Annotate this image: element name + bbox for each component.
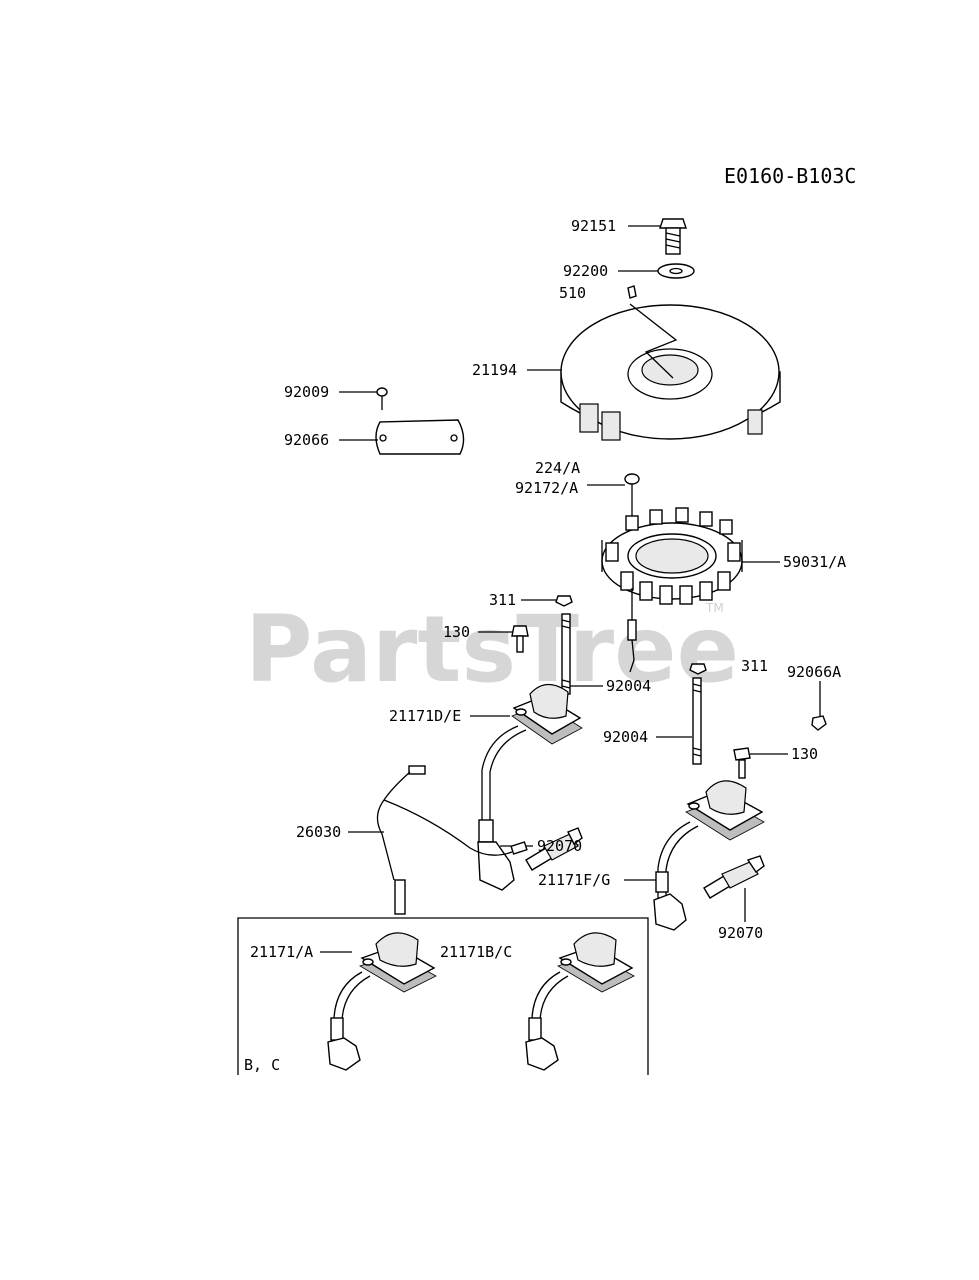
label-311-right[interactable]: 311 <box>741 657 768 675</box>
label-311-left[interactable]: 311 <box>489 591 516 609</box>
diagram-code: E0160-B103C <box>724 164 856 188</box>
label-21171bc[interactable]: 21171B/C <box>440 943 512 961</box>
part-92066a-nut[interactable] <box>811 715 827 731</box>
part-92151-bolt[interactable] <box>659 218 687 255</box>
part-21171a-ignition-coil[interactable] <box>327 932 437 1071</box>
label-92004-left[interactable]: 92004 <box>606 677 651 695</box>
part-59031a-stator[interactable] <box>601 507 743 673</box>
part-92004-stud-right[interactable] <box>692 677 702 765</box>
part-21194-flywheel[interactable] <box>560 303 781 441</box>
trademark-mark: TM <box>705 601 724 615</box>
inset-note: B, C <box>244 1056 280 1074</box>
label-21171de[interactable]: 21171D/E <box>389 707 461 725</box>
label-21194[interactable]: 21194 <box>472 361 517 379</box>
part-92070-spark-plug-left[interactable] <box>525 827 583 871</box>
part-21171bc-ignition-coil[interactable] <box>525 932 635 1071</box>
label-21171a[interactable]: 21171/A <box>250 943 313 961</box>
part-311-nut-right[interactable] <box>689 663 707 675</box>
label-130-right[interactable]: 130 <box>791 745 818 763</box>
part-510-key[interactable] <box>627 285 637 299</box>
part-92004-stud-left[interactable] <box>561 613 571 695</box>
label-92200[interactable]: 92200 <box>563 262 608 280</box>
label-92009[interactable]: 92009 <box>284 383 329 401</box>
part-92066-plate[interactable] <box>375 419 465 455</box>
variant-inset-box <box>237 917 649 1075</box>
part-130-bolt-left[interactable] <box>511 625 529 653</box>
label-92172a[interactable]: 92172/A <box>515 479 578 497</box>
part-92070-spark-plug-right[interactable] <box>703 855 765 899</box>
label-92066a[interactable]: 92066A <box>787 663 841 681</box>
label-92066[interactable]: 92066 <box>284 431 329 449</box>
part-92200-washer[interactable] <box>657 263 695 279</box>
watermark-text: PartsTree <box>245 596 739 703</box>
label-92070-left[interactable]: 92070 <box>537 837 582 855</box>
part-130-bolt-right[interactable] <box>733 747 751 779</box>
part-26030-wire-lead[interactable] <box>376 765 528 915</box>
label-92004-right[interactable]: 92004 <box>603 728 648 746</box>
label-26030[interactable]: 26030 <box>296 823 341 841</box>
label-59031a[interactable]: 59031/A <box>783 553 846 571</box>
part-311-nut-left[interactable] <box>555 595 573 607</box>
label-21171fg[interactable]: 21171F/G <box>538 871 610 889</box>
label-92070-right[interactable]: 92070 <box>718 924 763 942</box>
part-21171fg-ignition-coil[interactable] <box>653 780 765 931</box>
label-224a[interactable]: 224/A <box>535 459 580 477</box>
part-92009-screw[interactable] <box>376 387 388 410</box>
label-130-left[interactable]: 130 <box>443 623 470 641</box>
label-510[interactable]: 510 <box>559 284 586 302</box>
label-92151[interactable]: 92151 <box>571 217 616 235</box>
